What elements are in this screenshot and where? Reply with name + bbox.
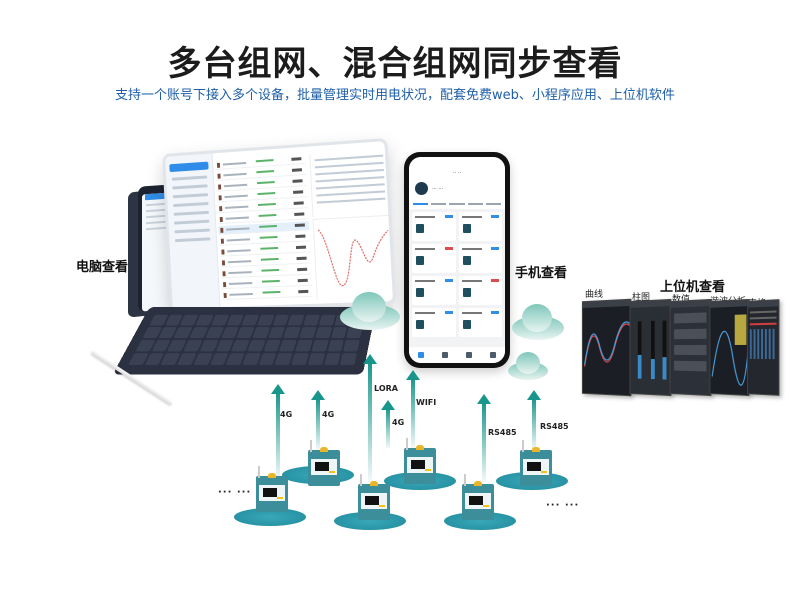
meter-device [520,440,552,486]
keyboard [112,306,377,375]
uplink-arrow-icon [311,390,325,450]
more-devices-ellipsis: ··· ··· [218,487,252,498]
phone-bottom-nav [409,347,505,363]
meter-device [404,438,436,484]
host-panel-curve [581,298,632,397]
host-panel-table [747,299,780,396]
uplink-arrow-icon [527,390,541,450]
page-title: 多台组网、混合组网同步查看 [167,44,623,84]
wave-line-icon [314,216,396,301]
protocol-label: 4G [392,418,405,427]
uplink-arrow-icon [381,400,395,448]
protocol-label: LORA [374,384,398,393]
protocol-label: 4G [322,410,335,419]
uplink-arrow-icon [477,394,491,482]
meter-device [462,474,494,520]
phone-view-label: 手机查看 [515,266,568,281]
page-subtitle: 支持一个账号下接入多个设备，批量管理实时用电状况，配套免费web、小程序应用、上… [115,88,675,103]
sine-wave-icon [583,306,632,393]
uplink-arrow-icon [363,354,377,482]
panel-title-bar: 柱图 [632,293,651,303]
device-detail [309,149,391,217]
phone-app-title: ·· ·· [453,170,461,176]
web-dashboard-screenshot [162,137,397,312]
panel-title-curve: 曲线 [585,290,604,300]
phone-tabs [413,201,502,206]
avatar [415,182,428,195]
host-panel-bars [629,298,672,397]
uplink-arrow-icon [406,370,420,448]
phone-device-grid [409,209,505,340]
host-panel-harmonic [709,298,750,397]
meter-device [256,466,288,512]
meter-device [358,474,390,520]
protocol-label: RS485 [540,422,569,431]
phone-org-name: ··· ··· [432,186,444,192]
phone-mockup: ·· ·· ··· ··· [404,152,510,368]
curve-chart [312,214,396,301]
meter-device [308,440,340,486]
computer-view-label: 电脑查看 [76,260,129,275]
device-list [214,154,313,302]
more-devices-ellipsis: ··· ··· [546,500,580,511]
uplink-arrow-icon [271,384,285,480]
protocol-label: WIFI [416,398,437,407]
device-platform [234,508,306,526]
host-view-label: 上位机查看 [660,280,726,295]
host-panel-values [669,298,712,397]
protocol-label: RS485 [488,428,517,437]
protocol-label: 4G [280,410,293,419]
dashboard-sidebar [165,153,221,309]
phone-screen: ·· ·· ··· ··· [409,157,505,363]
